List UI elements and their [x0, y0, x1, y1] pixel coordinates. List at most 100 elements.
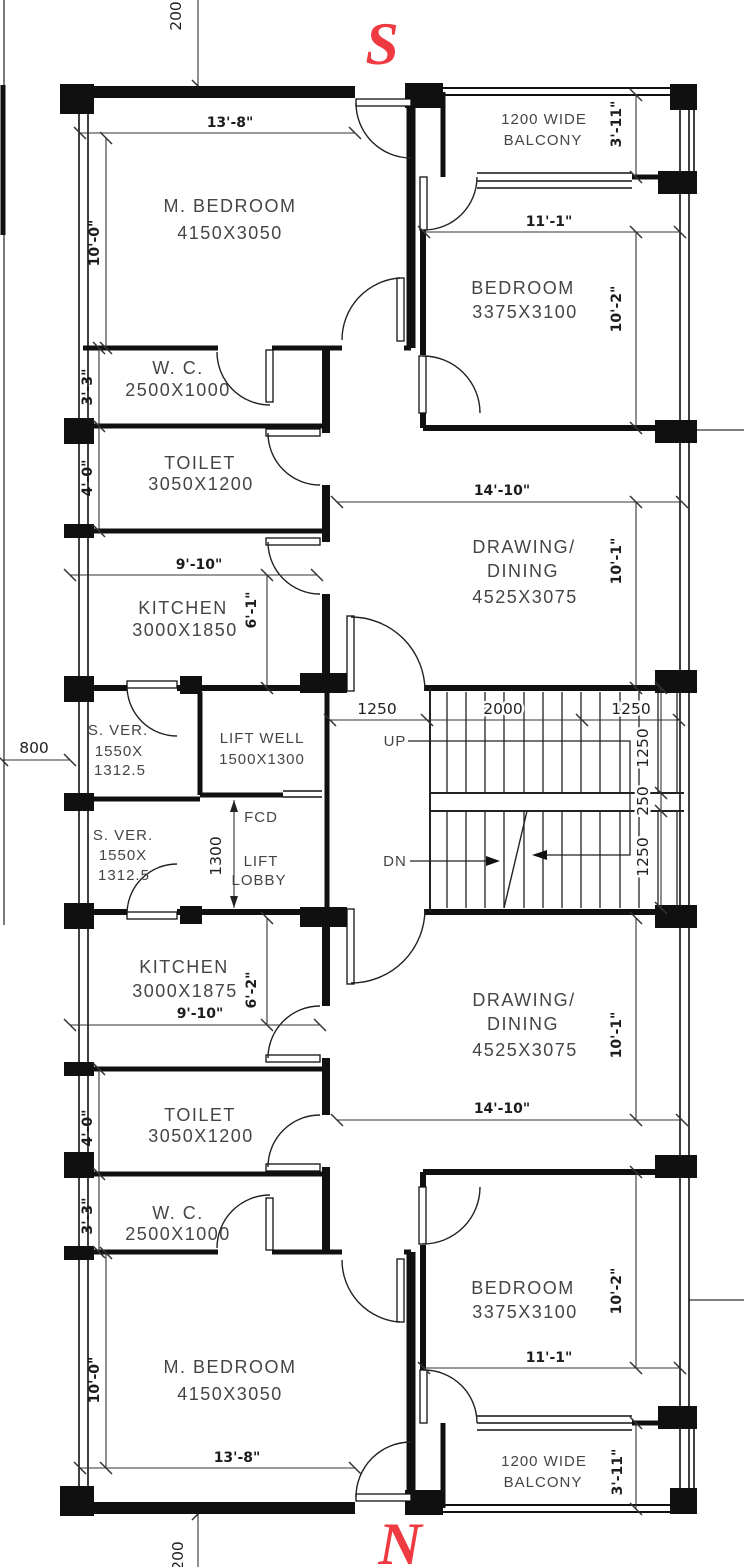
door-servant-verandah — [126, 680, 178, 737]
dim-toilet-depth-u: 4'-0" — [80, 460, 96, 497]
door-kitchen — [265, 537, 321, 595]
dim-bedroom-depth-u: 10'-2" — [609, 286, 625, 333]
sver1-l2: 1550X — [95, 743, 143, 760]
lift-lobby-l1: LIFT — [244, 853, 279, 870]
up-path-line — [408, 740, 631, 856]
dim-balcony-depth-u: 3'-11" — [609, 101, 625, 148]
door-wc-2 — [216, 1194, 274, 1251]
drawing-name2-u: DINING — [487, 561, 559, 581]
wc-size-l: 2500X1000 — [125, 1224, 231, 1244]
kitchen-name-l: KITCHEN — [139, 957, 229, 977]
drawing-size-u: 4525X3075 — [472, 587, 578, 607]
toilet-size-l: 3050X1200 — [148, 1126, 254, 1146]
stairs-dn-label: DN — [383, 853, 407, 870]
dim-mbed-depth-u: 10'-0" — [87, 220, 103, 267]
sver1-l3: 1312.5 — [94, 762, 146, 779]
door-master-bedroom-inner — [341, 277, 405, 342]
bedroom-size-l: 3375X3100 — [472, 1302, 578, 1322]
dim-top-offset: 200 — [167, 1, 185, 31]
dim-bedroom-width-l: 11'-1" — [526, 1350, 573, 1366]
dim-mbed-width-u: 13'-8" — [207, 115, 254, 131]
sver2-l1: S. VER. — [93, 827, 153, 844]
dim-stair-h-mid: 250 — [634, 786, 652, 816]
drawing-name1-l: DRAWING/ — [472, 990, 575, 1010]
doors-upper-unit — [126, 98, 481, 737]
sver2-l2: 1550X — [99, 847, 147, 864]
dim-balcony-depth-l: 3'-11" — [610, 1449, 626, 1496]
door-bedroom-2 — [418, 1186, 481, 1245]
dim-bedroom-depth-l: 10'-2" — [609, 1268, 625, 1315]
mbed-name-l: M. BEDROOM — [163, 1357, 296, 1377]
lift-lobby-l2: LOBBY — [231, 872, 286, 889]
dim-lobby-depth: 1300 — [207, 836, 225, 875]
bedroom-size-u: 3375X3100 — [472, 302, 578, 322]
mbed-size-u: 4150X3050 — [177, 223, 283, 243]
dim-stair-h-top: 1250 — [634, 728, 652, 767]
door-master-bedroom-entry — [355, 98, 412, 159]
balcony-label-u2: BALCONY — [504, 132, 583, 149]
dim-kitchen-width-l: 9'-10" — [177, 1006, 224, 1022]
staircase — [408, 688, 684, 912]
balcony-label-l1: 1200 WIDE — [501, 1453, 587, 1470]
mbed-size-l: 4150X3050 — [177, 1384, 283, 1404]
dim-mbed-depth-l: 10'-0" — [87, 1357, 103, 1404]
dim-drawing-width-l: 14'-10" — [474, 1101, 530, 1117]
bedroom-name-u: BEDROOM — [471, 278, 575, 298]
drawing-name1-u: DRAWING/ — [472, 537, 575, 557]
toilet-size-u: 3050X1200 — [148, 474, 254, 494]
stairs-up-label: UP — [384, 733, 407, 750]
dimension-lines — [0, 88, 689, 1516]
wc-name-u: W. C. — [152, 358, 204, 378]
door-servant-verandah-2 — [126, 863, 178, 920]
dim-bottom-offset: 200 — [169, 1541, 187, 1567]
dim-stair-h-bot: 1250 — [634, 837, 652, 876]
dim-drawing-width-u: 14'-10" — [474, 483, 530, 499]
balcony-label-u1: 1200 WIDE — [501, 111, 587, 128]
dim-drawing-depth-u: 10'-1" — [609, 538, 625, 585]
door-master-bedroom-inner-2 — [341, 1258, 405, 1323]
core-labels: LIFT WELL 1500X1300 FCD 1300 LIFT LOBBY … — [207, 698, 655, 890]
door-unit-entry-upper — [346, 615, 426, 692]
doors-lower-unit — [126, 863, 481, 1502]
door-toilet — [265, 428, 321, 486]
kitchen-size-l: 3000X1875 — [132, 981, 238, 1001]
balcony-label-l2: BALCONY — [504, 1474, 583, 1491]
door-unit-entry-lower — [346, 908, 426, 985]
door-toilet-2 — [265, 1114, 321, 1172]
toilet-name-u: TOILET — [164, 453, 236, 473]
door-kitchen-2 — [265, 1005, 321, 1063]
wc-name-l: W. C. — [152, 1203, 204, 1223]
dim-bedroom-width-u: 11'-1" — [526, 214, 573, 230]
dn-path-arrow — [486, 856, 500, 866]
door-bedroom — [418, 355, 481, 414]
stair-break-line — [503, 810, 528, 909]
lift-well-l2: 1500X1300 — [219, 751, 305, 768]
door-master-bedroom-entry-2 — [355, 1441, 412, 1502]
drawing-size-l: 4525X3075 — [472, 1040, 578, 1060]
bedroom-name-l: BEDROOM — [471, 1278, 575, 1298]
upper-unit-labels: 13'-8" 1200 WIDE BALCONY 3'-11" M. BEDRO… — [80, 101, 625, 779]
wc-size-u: 2500X1000 — [125, 380, 231, 400]
door-bedroom-balcony-2 — [419, 1369, 478, 1424]
dim-mbed-width-l: 13'-8" — [214, 1450, 261, 1466]
dim-toilet-depth-l: 4'-0" — [80, 1110, 96, 1147]
dim-drawing-depth-l: 10'-1" — [609, 1012, 625, 1059]
dim-stair-mid: 2000 — [483, 700, 522, 718]
toilet-name-l: TOILET — [164, 1105, 236, 1125]
dim-kitchen-depth-u: 6'-1" — [244, 592, 260, 629]
door-wc — [216, 349, 274, 406]
dim-stair-left: 1250 — [357, 700, 396, 718]
dim-side-offset: 800 — [19, 739, 49, 757]
drawing-name2-l: DINING — [487, 1014, 559, 1034]
up-path-arrow — [532, 850, 547, 860]
compass-south: S — [365, 11, 398, 77]
dim-wc-depth-l: 3'-3" — [80, 1198, 96, 1235]
fcd-label: FCD — [244, 809, 278, 826]
dim-wc-depth-u: 3'-3" — [80, 369, 96, 406]
sver1-l1: S. VER. — [88, 722, 148, 739]
dim-kitchen-depth-l: 6'-2" — [244, 972, 260, 1009]
lift-well-l1: LIFT WELL — [220, 730, 305, 747]
